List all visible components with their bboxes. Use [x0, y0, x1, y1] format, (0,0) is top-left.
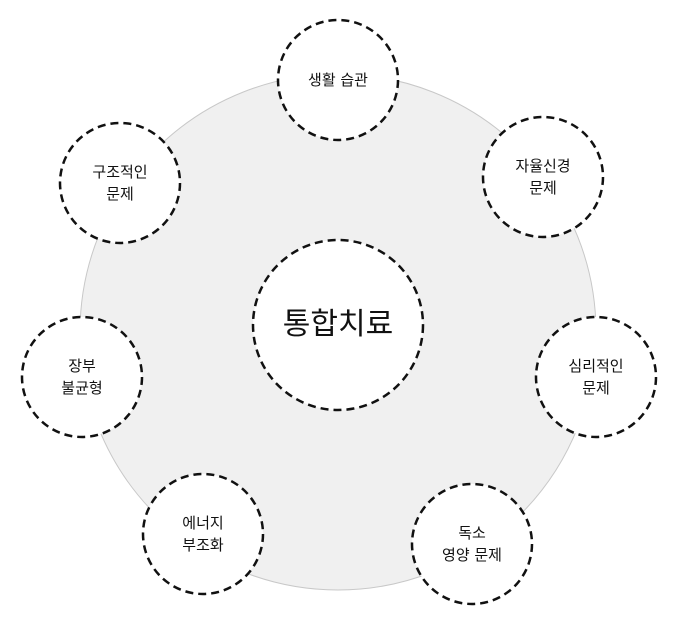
node-circle-psychological-problem — [534, 315, 658, 439]
node-label-organ-imbalance: 장부 불균형 — [61, 357, 103, 397]
node-circle-autonomic-nerve-problem — [481, 115, 605, 239]
node-label-energy-imbalance: 에너지 부조화 — [182, 514, 224, 554]
node-label-structural-problem: 구조적인 문제 — [92, 163, 148, 203]
node-label-autonomic-nerve-problem: 자율신경 문제 — [515, 157, 571, 197]
node-label-psychological-problem: 심리적인 문제 — [568, 357, 624, 397]
center-circle — [251, 238, 425, 412]
node-circle-energy-imbalance — [141, 472, 265, 596]
node-circle-toxin-nutrition-problem — [410, 482, 534, 606]
node-label-lifestyle-habits: 생활 습관 — [308, 71, 368, 89]
node-label-toxin-nutrition-problem: 독소 영양 문제 — [442, 524, 502, 564]
node-circle-structural-problem — [58, 121, 182, 245]
node-circle-lifestyle-habits — [276, 18, 400, 142]
center-label: 통합치료 — [282, 307, 394, 342]
node-circle-organ-imbalance — [20, 315, 144, 439]
